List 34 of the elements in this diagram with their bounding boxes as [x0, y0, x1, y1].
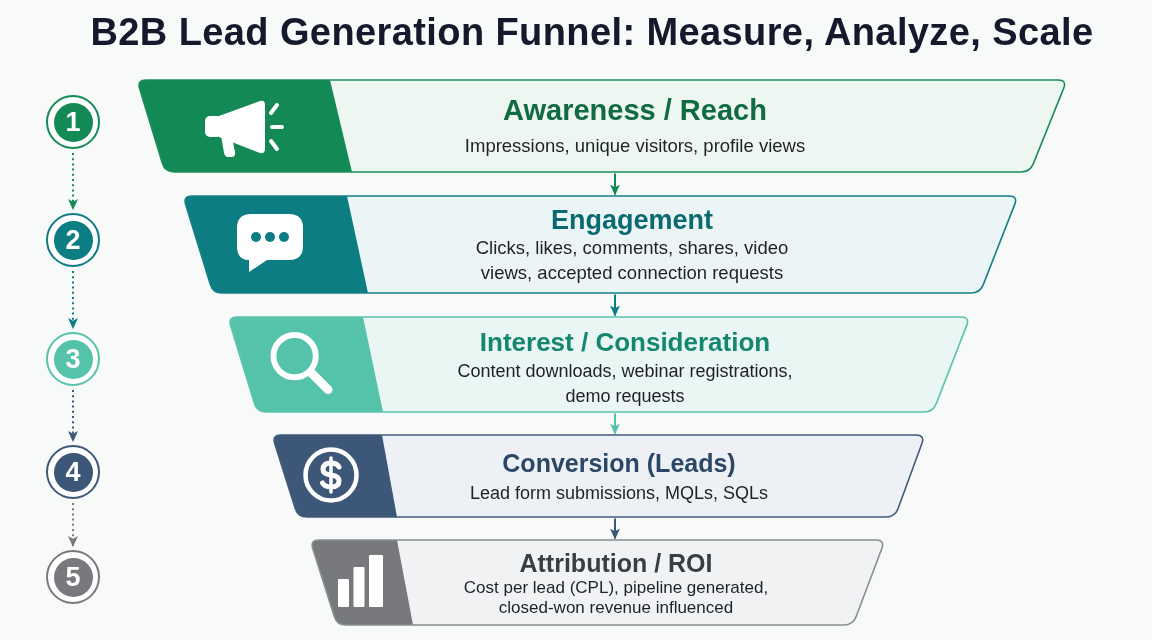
step-number: 2 — [53, 220, 93, 260]
stage-description: Cost per lead (CPL), pipeline generated, closed-won revenue influenced — [462, 577, 770, 619]
step-number: 3 — [53, 339, 93, 379]
stage-description: Content downloads, webinar registrations, demo requests — [456, 359, 794, 408]
stage-title: Engagement — [551, 204, 713, 236]
step-circle — [46, 213, 100, 267]
dotted-arrow — [68, 502, 78, 548]
stage-title: Attribution / ROI — [519, 549, 713, 578]
funnel-stage — [271, 434, 926, 518]
dotted-arrow — [68, 152, 78, 211]
step-circle — [46, 550, 100, 604]
stage-title: Conversion (Leads) — [502, 449, 736, 478]
step-number: 4 — [53, 452, 93, 492]
funnel-stage — [309, 539, 886, 626]
arrow — [610, 172, 620, 196]
arrow — [610, 293, 620, 317]
diagram-title: B2B Lead Generation Funnel: Measure, Analyze, Scale — [90, 10, 1094, 55]
stage-description: Clicks, likes, comments, shares, video views, accepted connection requests — [474, 235, 790, 285]
step-circle — [46, 445, 100, 499]
stage-title: Awareness / Reach — [503, 94, 767, 128]
arrow — [610, 412, 620, 435]
stage-description: Lead form submissions, MQLs, SQLs — [469, 481, 769, 505]
step-circle — [46, 332, 100, 386]
dotted-arrow — [68, 270, 78, 330]
funnel-stage — [182, 195, 1019, 294]
arrow — [610, 517, 620, 540]
stage-title: Interest / Consideration — [479, 328, 771, 358]
step-number: 1 — [53, 102, 93, 142]
funnel-stage — [136, 79, 1068, 173]
step-number: 5 — [53, 557, 93, 597]
funnel-stage — [227, 316, 971, 413]
stage-description: Impressions, unique visitors, profile views — [464, 134, 806, 159]
step-circle — [46, 95, 100, 149]
dotted-arrow — [68, 389, 78, 443]
